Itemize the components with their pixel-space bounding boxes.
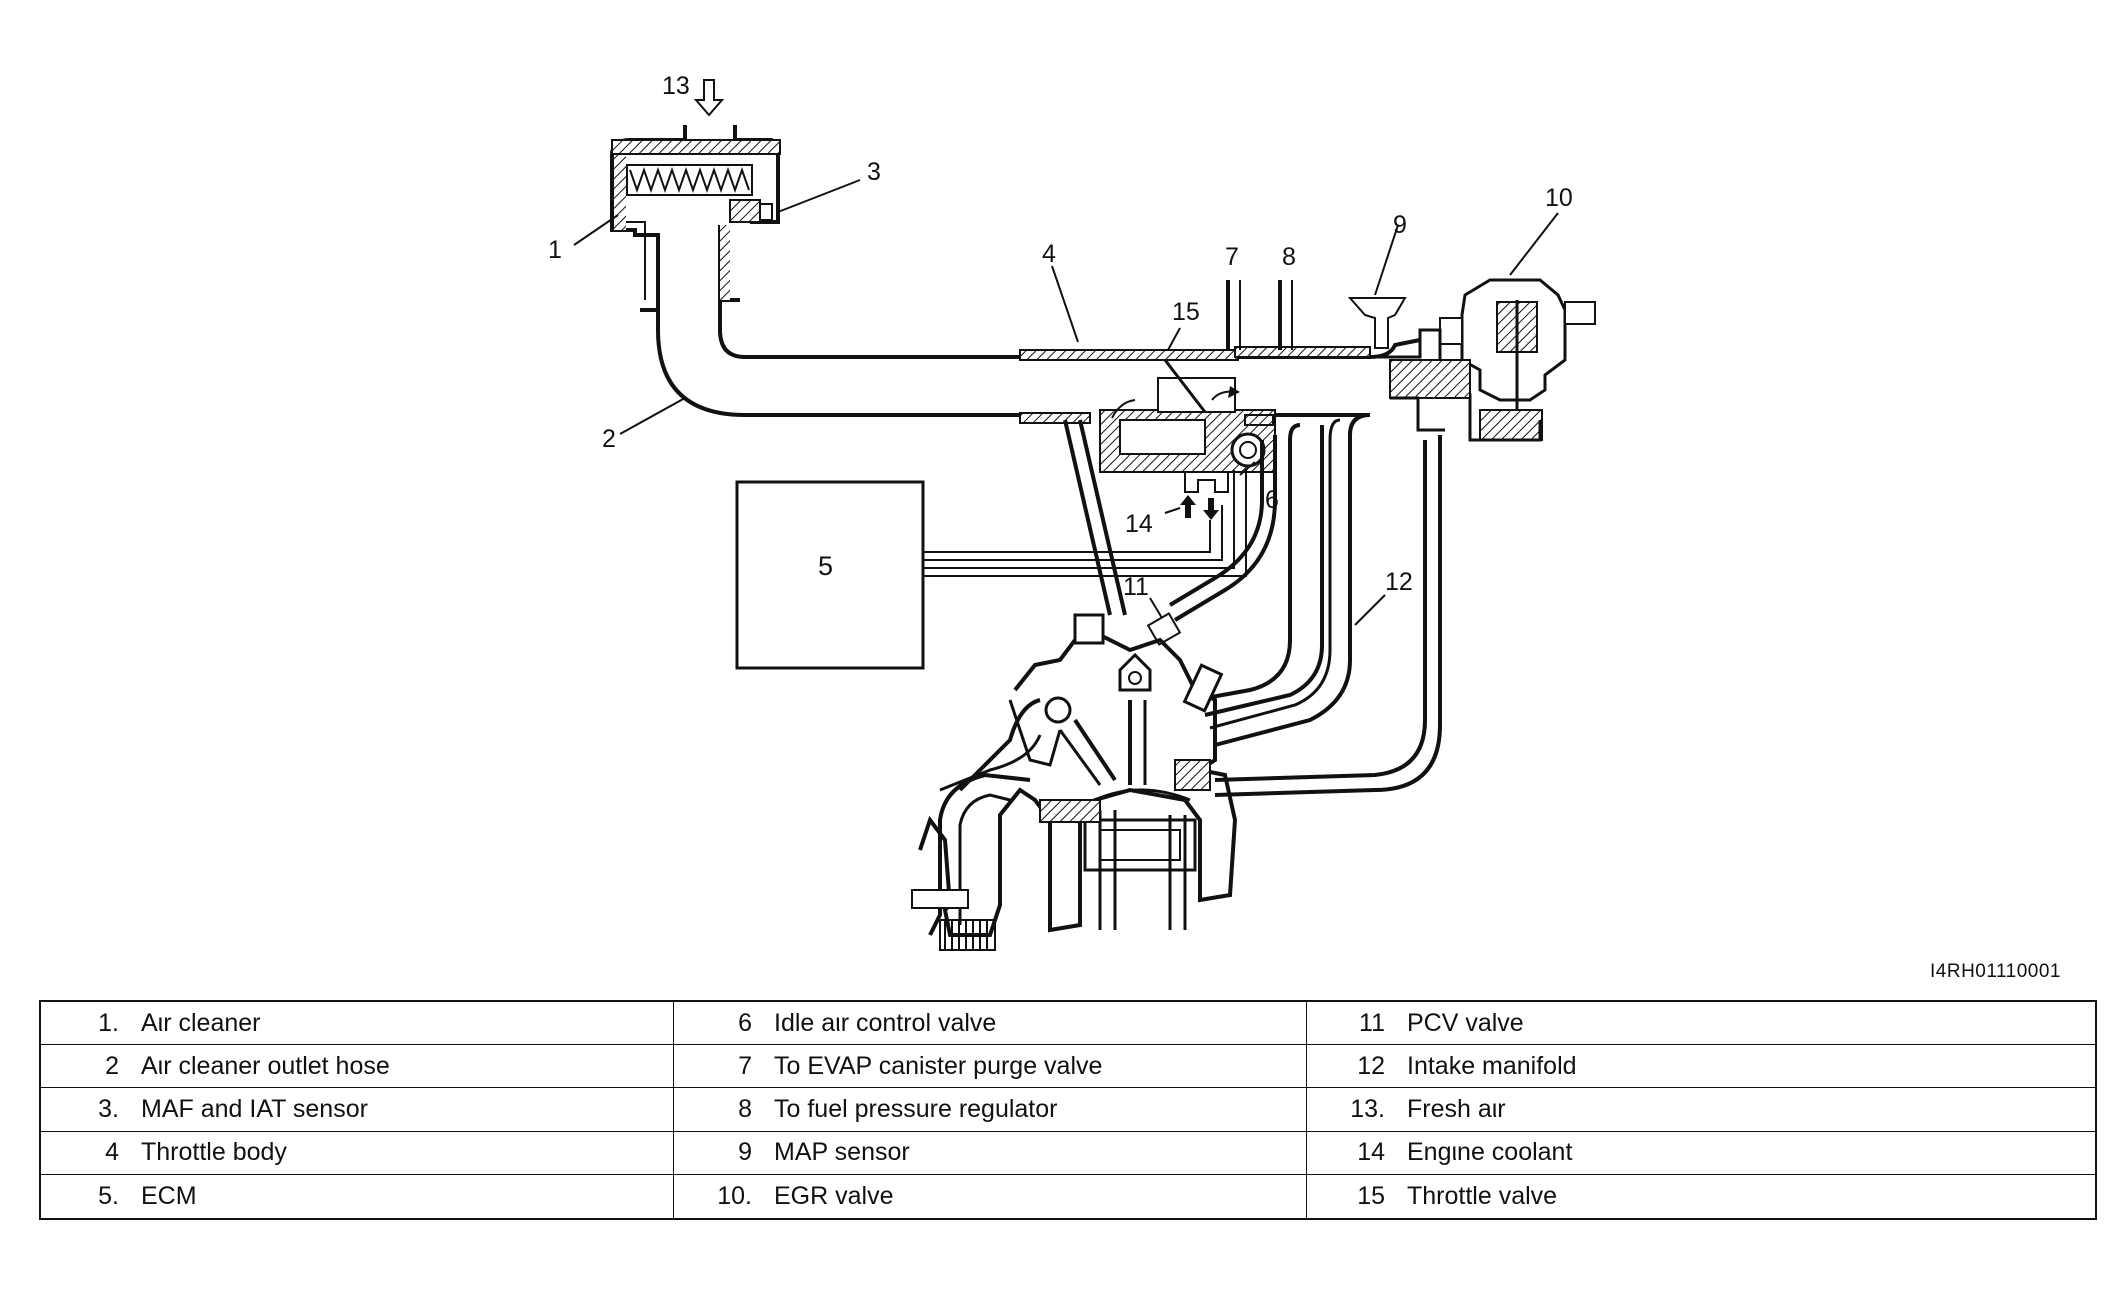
callout-1: 1 (548, 236, 562, 264)
intake-manifold (1194, 328, 1542, 797)
callout-6: 6 (1265, 486, 1279, 514)
callout-8: 8 (1282, 243, 1296, 271)
ecm-label: 5 (818, 551, 833, 581)
legend-cell: 3.MAF and IAT sensor (41, 1088, 674, 1132)
callout-15: 15 (1172, 298, 1200, 326)
legend-cell: 1.Aιr cleaner (41, 1002, 674, 1046)
callout-10: 10 (1545, 184, 1573, 212)
air-cleaner-outlet-hose (656, 300, 1020, 417)
legend-cell: 13.Fresh aιr (1307, 1088, 2095, 1132)
engine-air-intake-diagram: 1 2 3 4 5 6 7 8 9 10 11 12 13 14 15 (548, 72, 1596, 951)
ecm (735, 468, 1247, 670)
callout-2: 2 (602, 425, 616, 453)
coolant-flow-arrows (1180, 495, 1219, 520)
callout-12: 12 (1385, 568, 1413, 596)
legend-cell: 5.ECM (41, 1174, 674, 1218)
callout-3: 3 (867, 158, 881, 186)
air-cleaner (610, 125, 781, 312)
engine-cylinder (918, 613, 1238, 937)
callout-14: 14 (1125, 510, 1153, 538)
fresh-air-arrow (693, 79, 725, 117)
callout-labels: 1 2 3 4 5 6 7 8 9 10 11 12 13 14 15 (548, 72, 1573, 601)
exhaust-manifold (911, 772, 1031, 951)
callout-9: 9 (1393, 211, 1407, 239)
callout-4: 4 (1042, 240, 1056, 268)
throttle-body (1019, 349, 1276, 493)
callout-7: 7 (1225, 243, 1239, 271)
callout-11: 11 (1123, 573, 1149, 601)
callout-13: 13 (662, 72, 690, 100)
leader-lines (573, 179, 1559, 626)
legend-cell: 10.EGR valve (674, 1174, 1307, 1218)
map-sensor (1347, 297, 1407, 349)
figure-id: I4RH01110001 (1930, 961, 2062, 982)
